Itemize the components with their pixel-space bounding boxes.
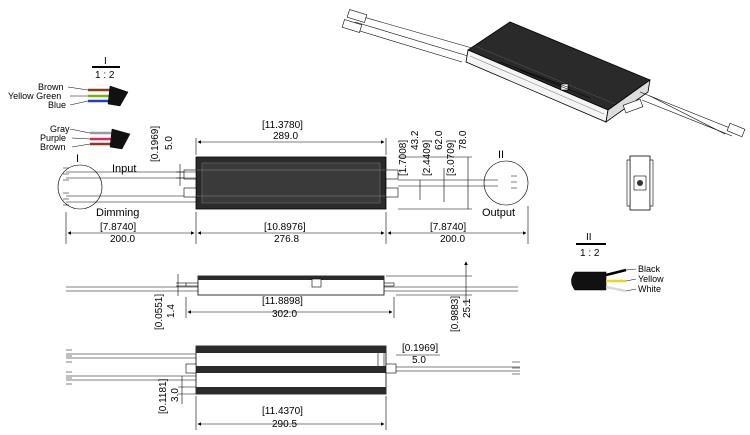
callout-dimming: Dimming xyxy=(96,207,139,219)
dim-bottom-hole-mm: 5.0 xyxy=(412,355,426,366)
dim-inner-in: [10.8976] xyxy=(264,222,306,233)
wire-legend-output: Black Yellow White xyxy=(571,264,664,294)
dim-side-length-mm: 302.0 xyxy=(272,309,297,320)
wire-legend-input-2: Gray Purple Brown xyxy=(40,124,131,152)
wire-label-yellow-green: Yellow Green xyxy=(8,91,61,101)
scale-detail-i: I 1 : 2 xyxy=(92,56,120,81)
wire-label-blue: Blue xyxy=(48,100,66,110)
dim-flange-in: [0.0551] xyxy=(154,294,165,330)
dim-h3-in: [3.0709] xyxy=(446,140,457,176)
dim-h1-mm: 43.2 xyxy=(410,130,421,150)
dim-height-mm: 25.1 xyxy=(462,298,473,318)
dim-lead-left-mm: 200.0 xyxy=(110,234,135,245)
dim-bottom-length-mm: 290.5 xyxy=(272,419,297,430)
scale-i-label: I xyxy=(104,56,107,67)
isometric-view xyxy=(341,9,746,138)
wire-label-gray: Gray xyxy=(50,124,70,134)
dim-lead-right-in: [7.8740] xyxy=(430,222,466,233)
dim-bottom-length-in: [11.4370] xyxy=(262,406,303,417)
dim-h2-in: [2.4409] xyxy=(422,140,433,176)
dim-h2-mm: 62.0 xyxy=(434,130,445,150)
dim-hole-mm: 5.0 xyxy=(164,136,175,150)
wire-label-white: White xyxy=(638,284,661,294)
scale-detail-ii: II 1 : 2 xyxy=(576,232,606,259)
wire-label-purple: Purple xyxy=(40,133,66,143)
dim-lead-left-in: [7.8740] xyxy=(100,222,136,233)
dim-lead-right-mm: 200.0 xyxy=(440,234,465,245)
detail-circle-i xyxy=(57,164,103,210)
dim-bottom-hole-in: [0.1969] xyxy=(402,343,438,354)
bottom-view: [0.1969] 5.0 [0.1181] 3.0 [11.4370] 290.… xyxy=(66,343,520,430)
callout-detail-i: I xyxy=(76,153,79,165)
detail-circle-ii xyxy=(483,160,529,206)
wire-legend-input-1: Brown Yellow Green Blue xyxy=(8,82,129,110)
top-view: I Input Dimming II Output [11.3780] 289.… xyxy=(57,120,529,245)
wire-label-brown: Brown xyxy=(38,82,64,92)
wire-label-black: Black xyxy=(638,264,661,274)
dim-side-length-in: [11.8898] xyxy=(262,296,303,307)
callout-detail-ii: II xyxy=(498,149,504,161)
dim-inner-mm: 276.8 xyxy=(274,234,299,245)
callout-output: Output xyxy=(482,207,515,219)
dim-h3-mm: 78.0 xyxy=(458,130,469,150)
side-view: [11.8898] 302.0 [0.0551] 1.4 [0.9883] 25… xyxy=(66,261,518,332)
scale-ii-ratio: 1 : 2 xyxy=(580,248,600,259)
dim-edge-mm: 3.0 xyxy=(170,388,181,402)
scale-ii-label: II xyxy=(586,232,592,243)
dim-edge-in: [0.1181] xyxy=(158,378,169,414)
callout-input: Input xyxy=(112,163,136,175)
wire-label-yellow: Yellow xyxy=(638,274,664,284)
dim-flange-mm: 1.4 xyxy=(166,304,177,318)
wire-label-brown-2: Brown xyxy=(40,142,66,152)
scale-i-ratio: 1 : 2 xyxy=(95,70,115,81)
dim-height-in: [0.9883] xyxy=(450,296,461,332)
dim-body-length-mm: 289.0 xyxy=(273,131,298,142)
dim-h1-in: [1.7008] xyxy=(398,140,409,176)
dim-hole-in: [0.1969] xyxy=(150,126,161,162)
end-view xyxy=(626,155,654,211)
dim-body-length-in: [11.3780] xyxy=(262,120,303,131)
